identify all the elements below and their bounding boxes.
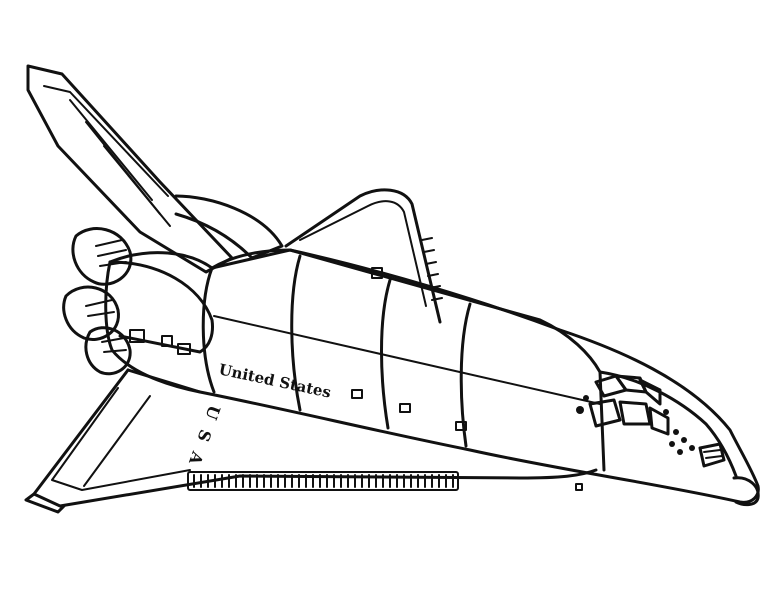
main-engines	[62, 227, 133, 376]
near-wing	[24, 368, 598, 514]
cockpit	[576, 370, 760, 507]
cockpit-windows	[588, 374, 726, 468]
fuselage-label: United States	[217, 360, 333, 401]
oms-pod	[174, 194, 284, 260]
fuselage-details	[129, 267, 583, 491]
tail-fin	[26, 64, 234, 274]
far-wing	[284, 188, 443, 324]
wing-hatch-marks	[193, 474, 454, 488]
wing-label: USA	[181, 403, 224, 479]
